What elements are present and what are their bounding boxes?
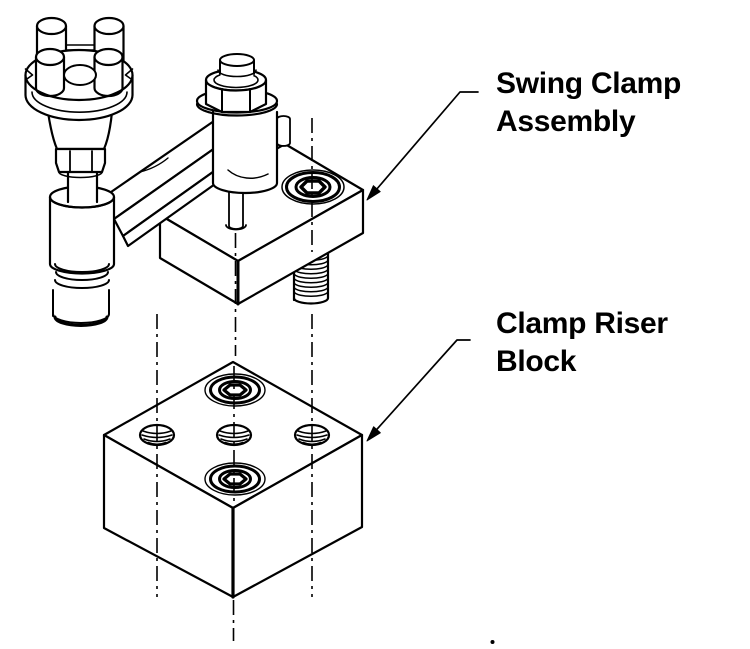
screw-hex-socket bbox=[299, 179, 327, 195]
clamp-head bbox=[24, 16, 134, 179]
screw-head bbox=[285, 171, 341, 203]
screw-head bbox=[209, 375, 261, 405]
head-collar bbox=[54, 147, 107, 179]
screw-inner-ring bbox=[218, 469, 252, 489]
block-socket-screw-front bbox=[204, 462, 266, 496]
clamp-base-plate bbox=[158, 142, 365, 306]
front-pin-left-top bbox=[34, 47, 66, 67]
body-cylinder bbox=[213, 112, 277, 193]
screw-rim bbox=[204, 373, 266, 407]
washer-bottom-edge bbox=[195, 102, 279, 117]
screw-rim bbox=[204, 462, 266, 496]
leader-riser-block bbox=[366, 339, 471, 442]
callout-label-line: Clamp Riser bbox=[496, 307, 668, 340]
callout-clamp-riser-block: Clamp Riser Block bbox=[496, 305, 668, 381]
callout-label-line: Assembly bbox=[496, 105, 636, 138]
leader-arrowhead-icon bbox=[366, 185, 381, 201]
collar-bottom-arc bbox=[58, 171, 103, 179]
boss-foot bbox=[53, 288, 109, 325]
callout-label-line: Swing Clamp bbox=[496, 67, 682, 100]
clamp-boss bbox=[48, 185, 116, 327]
cap-top bbox=[219, 53, 255, 67]
body-side-tab bbox=[276, 115, 291, 147]
pin-body bbox=[229, 187, 243, 226]
clamp-body bbox=[211, 110, 291, 195]
screw-hex-socket bbox=[222, 472, 248, 486]
scan-speck bbox=[490, 640, 495, 644]
screw-rim bbox=[281, 169, 345, 205]
cap-step-ring bbox=[217, 69, 257, 78]
flange-rim-inner bbox=[31, 91, 128, 114]
leader-line bbox=[369, 91, 479, 198]
head-hub bbox=[63, 64, 97, 86]
callout-label-line: Block bbox=[496, 345, 577, 378]
stud-bottom bbox=[292, 296, 330, 305]
stud-cap bbox=[217, 53, 257, 80]
collar-body bbox=[54, 147, 107, 174]
clamp-riser-block-drawing bbox=[102, 360, 364, 599]
leader-arrowhead-icon bbox=[366, 426, 381, 442]
screw-inner-ring bbox=[218, 380, 252, 400]
nut-facets bbox=[221, 88, 251, 113]
screw-hex-socket bbox=[222, 383, 248, 397]
boss-groove-rings bbox=[54, 263, 110, 289]
body-edges bbox=[211, 110, 279, 195]
boss-cylinder bbox=[50, 197, 114, 274]
callout-swing-clamp-assembly: Swing Clamp Assembly bbox=[496, 65, 681, 141]
boss-edges bbox=[48, 195, 116, 275]
back-pin-left-top bbox=[35, 16, 68, 36]
block-socket-screw-back bbox=[204, 373, 266, 407]
centerlines bbox=[156, 118, 313, 641]
screw-inner-ring bbox=[294, 176, 332, 198]
body-fillet-curve bbox=[227, 169, 269, 179]
boss-front-arc bbox=[48, 195, 116, 209]
front-pins bbox=[34, 47, 124, 98]
front-pin-right-top bbox=[93, 47, 124, 67]
boss-foot-bottom bbox=[53, 315, 109, 327]
arm-fillet-curve bbox=[139, 157, 169, 173]
screw-head bbox=[209, 464, 261, 494]
leader-line bbox=[369, 339, 471, 438]
swing-clamp-assembly-drawing bbox=[24, 16, 365, 327]
leader-swing-clamp bbox=[366, 91, 479, 201]
tab-fill bbox=[277, 117, 290, 145]
back-pin-right-top bbox=[93, 16, 125, 36]
plate-socket-screw bbox=[281, 169, 345, 205]
shaft-body bbox=[68, 170, 97, 202]
flange-notches bbox=[24, 68, 134, 81]
collar-facets bbox=[69, 150, 93, 173]
